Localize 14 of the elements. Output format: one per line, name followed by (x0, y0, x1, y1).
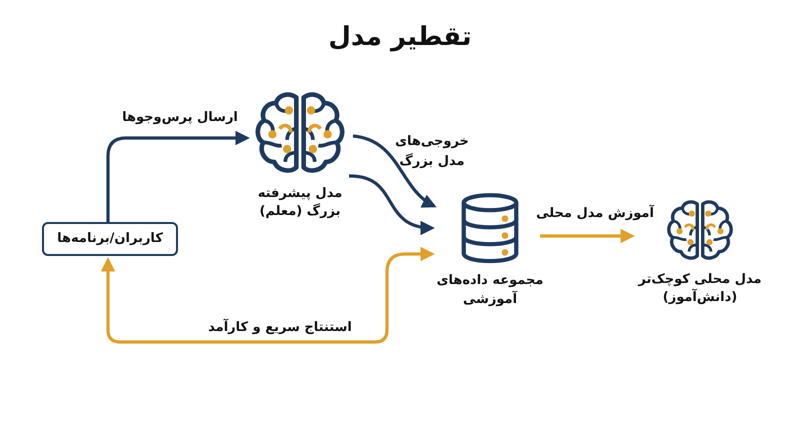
arrow (348, 174, 435, 234)
process-box: کاربران/برنامه‌ها (42, 222, 178, 256)
edge-label: خروجی‌های مدل بزرگ (394, 133, 470, 170)
arrow (352, 134, 436, 208)
arrow (100, 246, 435, 344)
node-label: مدل محلی کوچک‌تر (دانش‌آموز) (636, 270, 763, 308)
node-label: مدل پیشرفته بزرگ (معلم) (256, 184, 344, 222)
arrow (540, 228, 635, 244)
edge-label: آموزش مدل محلی (535, 204, 656, 223)
diagram-title: تقطیر مدل (327, 22, 473, 52)
node-label: مجموعه داده‌های آموزشی (436, 272, 544, 309)
edge-label: استنتاج سریع و کارآمد (207, 318, 353, 337)
edge-label: ارسال پرس‌وجوها (121, 109, 239, 127)
arrow (106, 130, 250, 222)
